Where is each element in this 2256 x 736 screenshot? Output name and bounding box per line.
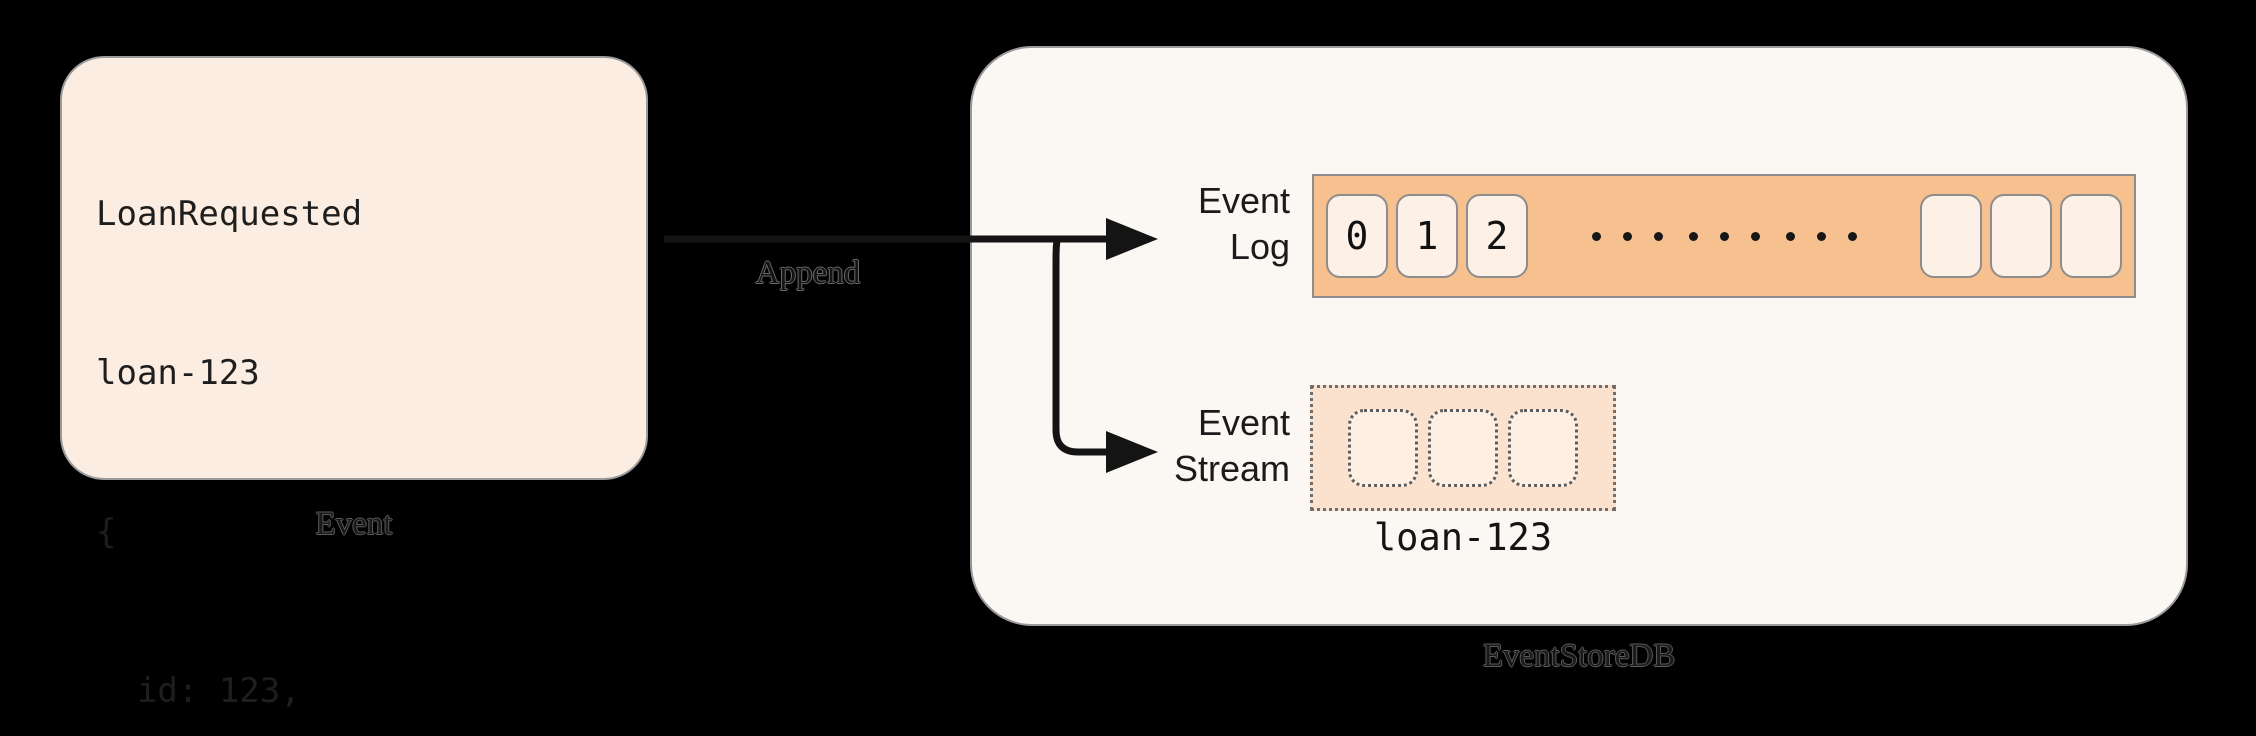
dot-icon [1750,231,1760,241]
ellipsis-dot-group [1591,231,1663,241]
event-stream-cell [1428,409,1498,487]
eventstoredb-caption: EventStoreDB [1482,638,1676,674]
ellipsis-dot-group [1785,231,1857,241]
event-log-label: Event Log [1197,180,1290,267]
event-card-line: id: 123, [96,671,301,711]
event-stream-name: loan-123 [1373,516,1553,559]
dot-icon [1719,231,1729,241]
event-stream-band [1310,385,1616,511]
event-log-cell-empty [2060,194,2122,278]
append-arrow-label: Append [755,255,861,291]
event-card-caption: Event [315,506,393,542]
event-card-line: loan-123 [96,353,260,393]
dot-icon [1785,231,1795,241]
dot-icon [1688,231,1698,241]
event-stream-label: Event Stream [1173,402,1290,489]
event-log-cell: 1 [1396,194,1458,278]
event-log-ellipsis [1536,194,1912,278]
dot-icon [1591,231,1601,241]
dot-icon [1816,231,1826,241]
event-card: LoanRequested loan-123 { id: 123, amount… [60,56,648,711]
event-log-cell-empty [1920,194,1982,278]
event-log-cell: 0 [1326,194,1388,278]
dot-icon [1622,231,1632,241]
event-log-cell-empty [1990,194,2052,278]
event-card-line: { [96,512,117,552]
dot-icon [1653,231,1663,241]
event-stream-cell [1348,409,1418,487]
event-card-line: LoanRequested [96,194,363,234]
event-card-payload: LoanRequested loan-123 { id: 123, amount… [96,82,636,736]
eventstoredb-container [970,46,2188,626]
event-log-band: 0 1 2 [1312,174,2136,298]
dot-icon [1847,231,1857,241]
ellipsis-dot-group [1688,231,1760,241]
event-log-cell: 2 [1466,194,1528,278]
event-stream-cell [1508,409,1578,487]
